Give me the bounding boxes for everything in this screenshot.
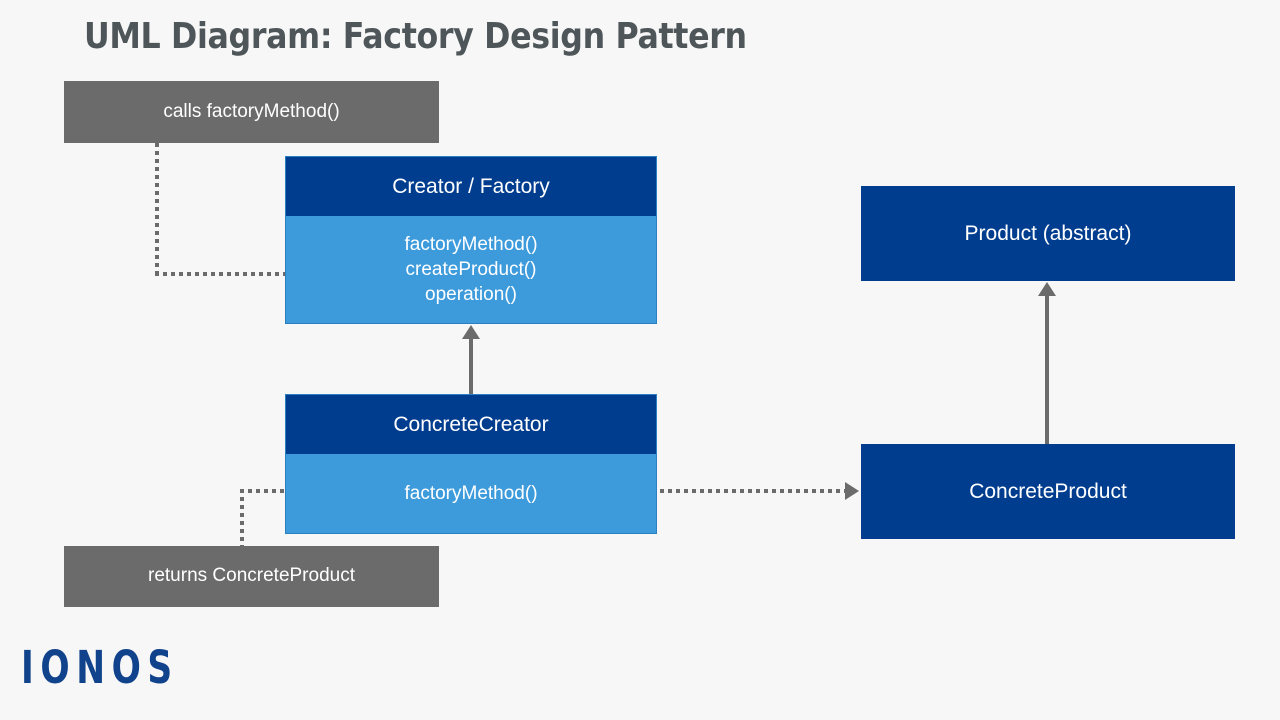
connector-calls-horizontal-segment	[155, 272, 287, 276]
method-item: createProduct()	[405, 258, 537, 280]
arrowhead-up-icon	[462, 325, 480, 339]
arrowhead-up-icon	[1038, 282, 1056, 296]
arrowhead-right-icon	[845, 482, 859, 500]
method-item: factoryMethod()	[404, 482, 538, 504]
class-name-concrete-creator: ConcreteCreator	[286, 395, 656, 454]
connector-inheritance-creator-line	[469, 338, 473, 394]
connector-dependency-horizontal-segment	[660, 489, 845, 493]
note-calls-factorymethod: calls factoryMethod()	[64, 81, 439, 143]
class-box-concrete-product[interactable]: ConcreteProduct	[861, 444, 1235, 539]
class-box-concrete-creator[interactable]: ConcreteCreator factoryMethod()	[285, 394, 657, 534]
connector-returns-horizontal-segment	[240, 489, 287, 493]
connector-calls-vertical-segment	[155, 143, 159, 274]
class-methods-creator-factory: factoryMethod() createProduct() operatio…	[286, 216, 656, 323]
note-returns-concreteproduct: returns ConcreteProduct	[64, 546, 439, 607]
class-box-creator-factory[interactable]: Creator / Factory factoryMethod() create…	[285, 156, 657, 324]
method-item: factoryMethod()	[404, 233, 538, 255]
page-title: UML Diagram: Factory Design Pattern	[84, 16, 747, 57]
method-item: operation()	[425, 284, 517, 306]
connector-returns-vertical-segment	[240, 489, 244, 547]
connector-inheritance-product-line	[1045, 295, 1049, 445]
class-name-creator-factory: Creator / Factory	[286, 157, 656, 216]
ionos-logo: IONOS	[21, 640, 179, 694]
class-box-product-abstract[interactable]: Product (abstract)	[861, 186, 1235, 281]
class-methods-concrete-creator: factoryMethod()	[286, 454, 656, 533]
